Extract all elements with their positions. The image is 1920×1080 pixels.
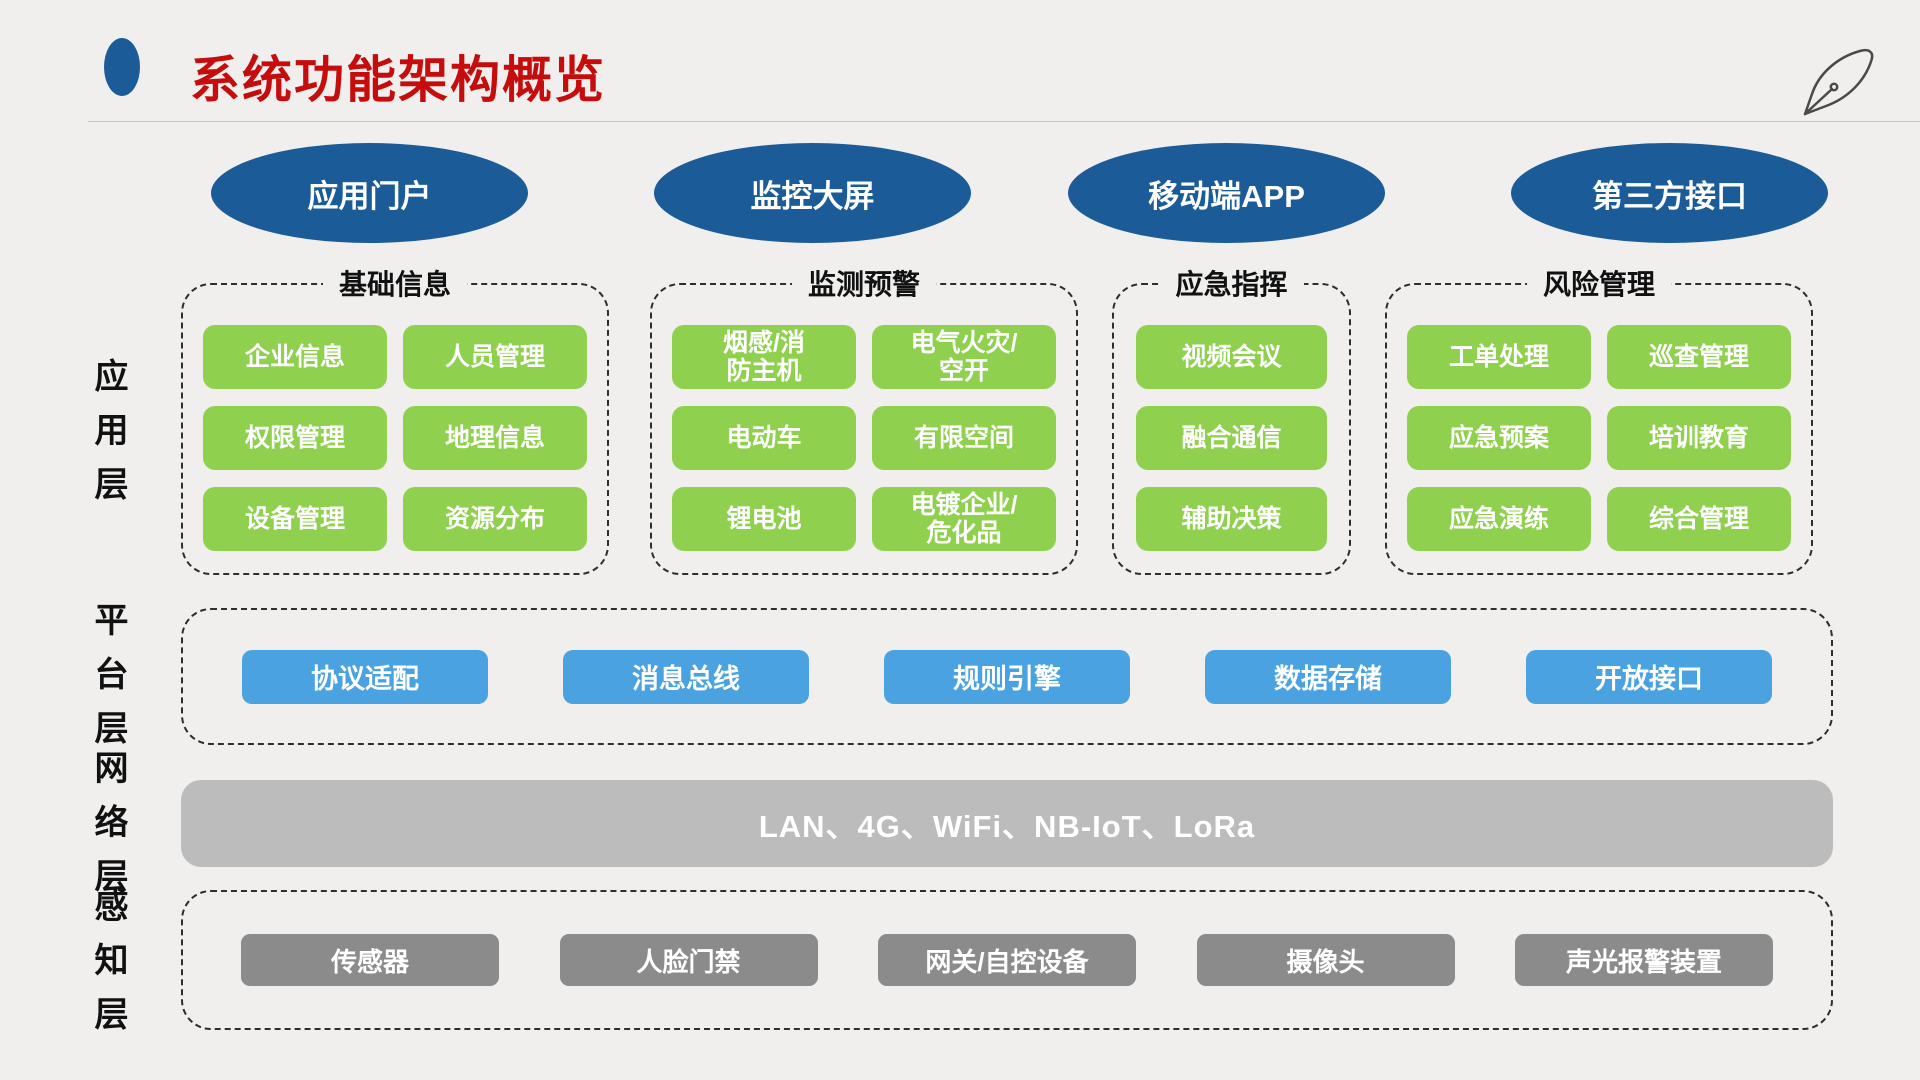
app-function-box: 电气火灾/ 空开 — [872, 325, 1056, 389]
app-function-box: 人员管理 — [403, 325, 587, 389]
group-title: 风险管理 — [1526, 266, 1672, 304]
group-title: 应急指挥 — [1159, 266, 1304, 304]
app-function-box: 应急演练 — [1407, 487, 1591, 551]
platform-service-box: 消息总线 — [563, 649, 809, 704]
platform-service-box: 协议适配 — [242, 649, 488, 704]
pen-icon — [1803, 48, 1874, 116]
group-risk-management: 风险管理 工单处理巡查管理应急预案培训教育应急演练综合管理 — [1385, 266, 1813, 575]
oval-monitor-screen: 监控大屏 — [654, 143, 971, 243]
app-function-box: 工单处理 — [1407, 325, 1591, 389]
group-emergency-command: 应急指挥 视频会议融合通信辅助决策 — [1112, 266, 1351, 575]
platform-service-box: 规则引擎 — [884, 649, 1130, 704]
oval-app-portal: 应用门户 — [211, 143, 528, 243]
group-risk-management-grid: 工单处理巡查管理应急预案培训教育应急演练综合管理 — [1387, 285, 1811, 551]
group-monitor-warning-grid: 烟感/消 防主机电气火灾/ 空开电动车有限空间锂电池电镀企业/ 危化品 — [652, 285, 1076, 551]
group-title: 基础信息 — [322, 266, 468, 304]
network-bar: LAN、4G、WiFi、NB-IoT、LoRa — [181, 780, 1833, 867]
group-basic-info: 基础信息 企业信息人员管理权限管理地理信息设备管理资源分布 — [181, 266, 609, 575]
app-function-box: 企业信息 — [203, 325, 387, 389]
group-title: 监测预警 — [791, 266, 937, 304]
layer-label-perception: 感知层 — [89, 888, 127, 1050]
app-function-box: 辅助决策 — [1136, 487, 1327, 551]
layer-label-network: 网络层 — [89, 750, 127, 912]
app-function-box: 电镀企业/ 危化品 — [872, 487, 1056, 551]
perception-device-box: 传感器 — [241, 934, 499, 986]
oval-third-party-api: 第三方接口 — [1511, 143, 1828, 243]
app-function-box: 视频会议 — [1136, 325, 1327, 389]
app-function-box: 电动车 — [672, 406, 856, 470]
perception-device-box: 摄像头 — [1196, 934, 1455, 986]
app-function-box: 有限空间 — [872, 406, 1056, 470]
app-function-box: 应急预案 — [1407, 406, 1591, 470]
app-function-box: 巡查管理 — [1607, 325, 1791, 389]
platform-layer-container: 协议适配 消息总线 规则引擎 数据存储 开放接口 — [181, 608, 1833, 745]
app-function-box: 融合通信 — [1136, 406, 1327, 470]
perception-device-box: 人脸门禁 — [559, 934, 818, 986]
group-monitor-warning: 监测预警 烟感/消 防主机电气火灾/ 空开电动车有限空间锂电池电镀企业/ 危化品 — [650, 266, 1078, 575]
perception-layer-container: 传感器 人脸门禁 网关/自控设备 摄像头 声光报警装置 — [181, 890, 1833, 1030]
app-function-box: 权限管理 — [203, 406, 387, 470]
group-basic-info-grid: 企业信息人员管理权限管理地理信息设备管理资源分布 — [183, 285, 607, 551]
layer-label-platform: 平台层 — [89, 602, 127, 764]
page-title: 系统功能架构概览 — [190, 52, 606, 108]
header-divider — [88, 121, 1920, 122]
platform-service-box: 数据存储 — [1205, 649, 1451, 704]
app-function-box: 锂电池 — [672, 487, 856, 551]
app-function-box: 培训教育 — [1607, 406, 1791, 470]
app-function-box: 地理信息 — [403, 406, 587, 470]
perception-device-box: 网关/自控设备 — [878, 934, 1136, 986]
group-emergency-command-grid: 视频会议融合通信辅助决策 — [1114, 285, 1349, 551]
app-function-box: 设备管理 — [203, 487, 387, 551]
app-function-box: 综合管理 — [1607, 487, 1791, 551]
layer-label-application: 应用层 — [89, 358, 127, 520]
app-function-box: 资源分布 — [403, 487, 587, 551]
oval-mobile-app: 移动端APP — [1068, 143, 1385, 243]
app-function-box: 烟感/消 防主机 — [672, 325, 856, 389]
platform-service-box: 开放接口 — [1526, 649, 1772, 704]
perception-device-box: 声光报警装置 — [1515, 934, 1773, 986]
bullet-ellipse-icon — [104, 38, 140, 96]
